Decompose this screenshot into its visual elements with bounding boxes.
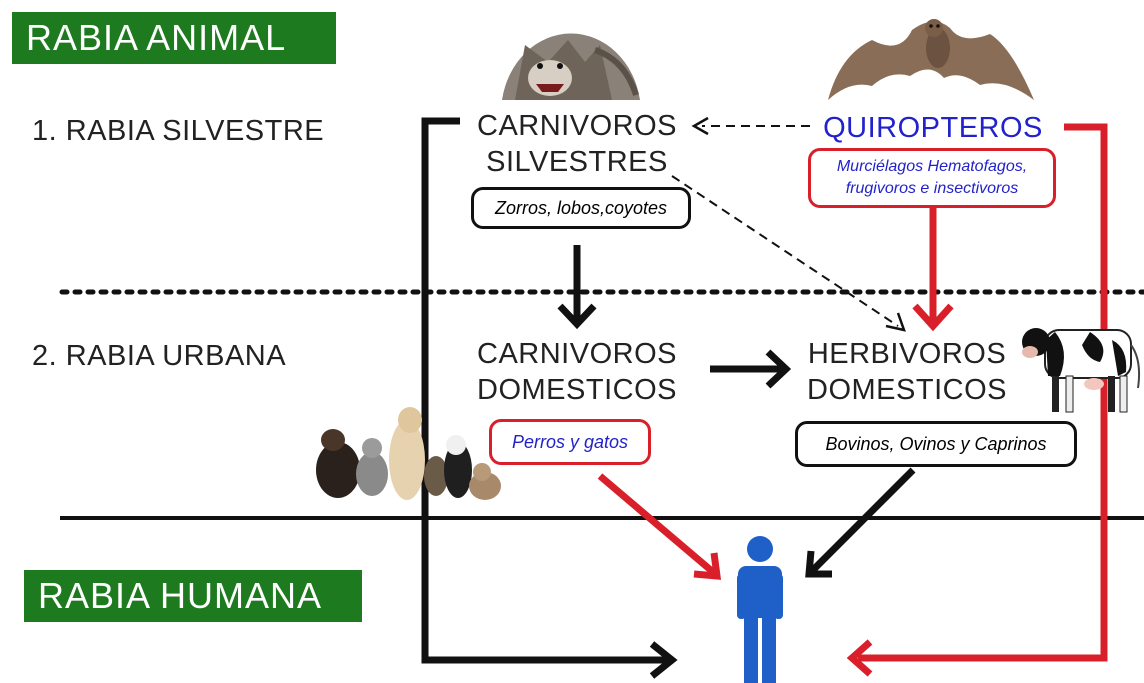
bats-detail: Murciélagos Hematofagos, frugivoros e in…	[808, 148, 1056, 208]
bat-to-carnivores-arrowhead	[694, 118, 708, 134]
domestic-carnivores-detail: Perros y gatos	[489, 419, 651, 465]
bats-detail-line1: Murciélagos Hematofagos,	[811, 156, 1053, 178]
domestic-herbivores-line2: DOMESTICOS	[796, 372, 1018, 408]
wild-carnivores-detail: Zorros, lobos,coyotes	[471, 187, 691, 229]
cow-icon	[1022, 328, 1139, 412]
domestic-carnivores-line1: CARNIVOROS	[466, 336, 688, 372]
wolf-icon	[502, 33, 640, 100]
human-rabies-banner: RABIA HUMANA	[24, 570, 362, 622]
bats-detail-line2: frugivoros e insectivoros	[811, 178, 1053, 200]
domestic-herbivores-node: HERBIVOROS DOMESTICOS	[796, 336, 1018, 408]
domestic-herbivores-detail: Bovinos, Ovinos y Caprinos	[795, 421, 1077, 467]
wild-carnivores-node: CARNIVOROS SILVESTRES	[466, 108, 688, 180]
human-figure-icon	[737, 536, 783, 683]
dogs-cats-icon	[316, 407, 501, 500]
domestic-carnivores-line2: DOMESTICOS	[466, 372, 688, 408]
domestic-herbivores-line1: HERBIVOROS	[796, 336, 1018, 372]
wild-carnivores-line2: SILVESTRES	[466, 144, 688, 180]
wild-carnivores-line1: CARNIVOROS	[466, 108, 688, 144]
silvestre-to-herbivores-arrowhead	[886, 313, 904, 330]
bats-node: QUIROPTEROS	[808, 110, 1058, 146]
bat-icon	[828, 19, 1034, 100]
herbivores-to-human-arrow	[812, 470, 913, 571]
pets-to-human-arrow	[600, 476, 713, 572]
level-silvestre-label: 1. RABIA SILVESTRE	[32, 115, 324, 148]
domestic-carnivores-node: CARNIVOROS DOMESTICOS	[466, 336, 688, 408]
level-urbana-label: 2. RABIA URBANA	[32, 340, 286, 373]
animal-rabies-banner: RABIA ANIMAL	[12, 12, 336, 64]
